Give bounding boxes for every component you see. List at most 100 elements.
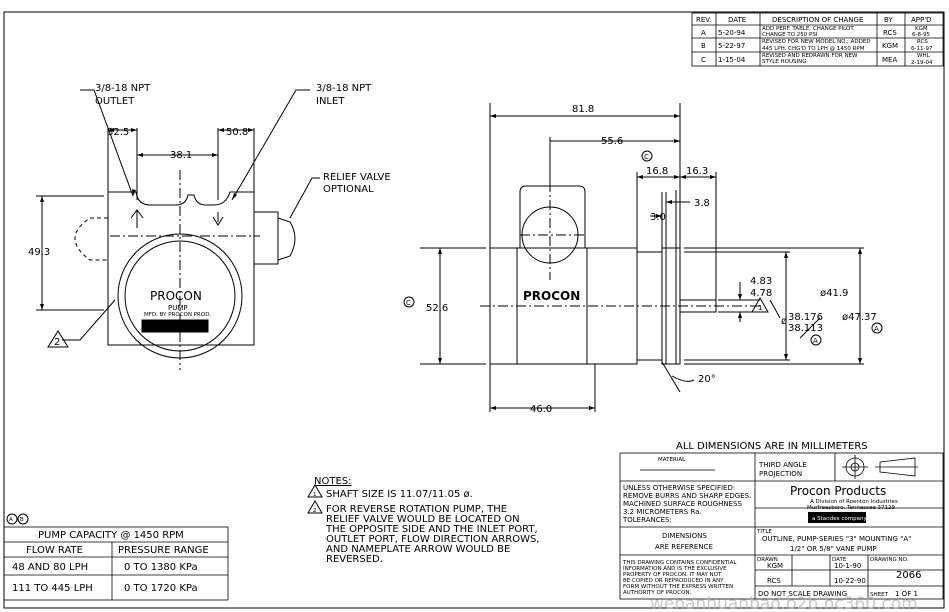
- rev-b-rev: B: [701, 42, 706, 50]
- tb-company-sub-2: Murfreesboro, Tennessee 37129: [807, 505, 895, 511]
- dim-4-83: 4.83: [750, 276, 772, 287]
- capacity-header-flow: FLOW RATE: [26, 545, 83, 556]
- rev-a-app2: 6-8-95: [912, 32, 930, 38]
- capacity-table: [3, 526, 229, 601]
- tb-sheet-label: SHEET: [870, 592, 889, 598]
- rev-header-desc: DESCRIPTION OF CHANGE: [772, 16, 863, 24]
- rev-c-app2: 2-19-04: [911, 60, 933, 66]
- side-note-flag: 1: [758, 304, 762, 312]
- rev-a-rev: A: [701, 29, 706, 37]
- tb-no-scale: DO NOT SCALE DRAWING: [758, 590, 847, 598]
- side-view-geometry: [420, 103, 864, 412]
- outlet-thread-label: 3/8-18 NPT: [95, 83, 151, 94]
- rev-a-by: RCS: [883, 29, 897, 37]
- rev-header-appd: APP'D: [911, 16, 932, 24]
- capacity-title: PUMP CAPACITY @ 1450 RPM: [38, 530, 184, 541]
- front-view-arrows: [40, 128, 254, 310]
- rev-b-desc2: 445 LPH. CHG'D TO LPH @ 1450 RPM: [762, 46, 865, 52]
- dim-dia-41-9: ø41.9: [820, 288, 848, 299]
- tb-sheet: 1 OF 1: [895, 590, 918, 598]
- relief-valve-label: RELIEF VALVE: [323, 172, 391, 183]
- ref-c-top: C: [644, 153, 649, 161]
- tb-standex-badge: [808, 512, 866, 523]
- front-note-flag: 2: [54, 337, 60, 348]
- tb-unless-2: REMOVE BURRS AND SHARP EDGES.: [623, 492, 751, 500]
- dim-dia-47-37: ø47.37: [842, 312, 877, 323]
- pump-brand: PROCON: [150, 289, 202, 303]
- tb-drawing-label: DRAWING NO.: [870, 557, 909, 563]
- tb-date-2: 10-22-90: [834, 577, 866, 585]
- tb-material: MATERIAL: [658, 457, 686, 463]
- capacity-row-2-pressure: 0 TO 1720 KPa: [124, 583, 198, 594]
- dim-3-8: 3.8: [694, 198, 710, 209]
- dim-50-8: 50.8: [226, 127, 248, 138]
- rev-b-by: KGM: [882, 42, 898, 50]
- capacity-row-1-flow: 48 AND 80 LPH: [12, 562, 88, 573]
- dim-49-3: 49.3: [28, 247, 50, 258]
- tb-conf-4: BE COPIED OR REPRODUCED IN ANY: [623, 578, 724, 584]
- rev-b-date: 5-22-97: [718, 42, 745, 50]
- capacity-refs: [6, 513, 29, 525]
- note-2-flag: 2: [313, 508, 317, 514]
- rev-c-app1: WHL: [917, 53, 931, 59]
- ref-c-left: C: [406, 299, 411, 307]
- notes-triangles: [307, 484, 323, 514]
- rev-b-desc1: REVISED FOR NEW MODEL NO.; ADDED: [762, 39, 871, 45]
- notes-title: NOTES:: [314, 476, 352, 487]
- tb-drawing-no: 2066: [896, 570, 921, 581]
- dim-16-8: 16.8: [646, 166, 668, 177]
- note-1-flag: 1: [313, 492, 317, 498]
- dim-3-0: 3.0: [650, 212, 666, 223]
- pump-mfd-line2: MURFREESBORO, TN.: [146, 320, 205, 326]
- note-2-line-4: OUTLET PORT, FLOW DIRECTION ARROWS,: [326, 534, 539, 545]
- pump-brand-sub: PUMP: [168, 304, 188, 312]
- note-2-line-3: THE OPPOSITE SIDE AND THE INLET PORT,: [325, 524, 538, 535]
- inlet-thread-label: 3/8-18 NPT: [316, 83, 372, 94]
- rev-header-rev: REV.: [696, 16, 711, 24]
- note-2-line-2: RELIEF VALVE WOULD BE LOCATED ON: [326, 514, 520, 525]
- tb-company: Procon Products: [790, 484, 886, 498]
- tb-unless-4: 3.2 MICROMETERS Ra.: [623, 508, 702, 516]
- dim-38-113: 38.113: [788, 323, 823, 334]
- dim-38-176: 38.176: [788, 312, 823, 323]
- tb-drawn: KGM: [767, 562, 783, 570]
- note-1-text: SHAFT SIZE IS 11.07/11.05 ø.: [326, 489, 473, 500]
- dim-32-5: 32.5: [107, 127, 129, 138]
- ref-c-markers: [403, 150, 883, 346]
- front-view-geometry: [36, 89, 320, 370]
- tb-standex-text: a Standex company: [812, 516, 867, 522]
- dim-dia-symbol: ø: [781, 316, 787, 327]
- rev-b-app1: RCS: [917, 39, 928, 45]
- tb-projection-2: PROJECTION: [759, 470, 802, 478]
- capacity-row-2-flow: 111 TO 445 LPH: [12, 583, 93, 594]
- dim-20-degree: 20°: [698, 374, 716, 385]
- title-block: [619, 452, 944, 600]
- tb-conf-2: INFORMATION AND IS THE EXCLUSIVE: [623, 566, 727, 572]
- rev-c-date: 1-15-04: [718, 56, 746, 64]
- capacity-ref-b: B: [20, 517, 24, 523]
- capacity-header-pressure: PRESSURE RANGE: [118, 545, 209, 556]
- tb-conf-1: THIS DRAWING CONTAINS CONFIDENTIAL: [622, 560, 737, 566]
- rev-a-desc2: CHANGE TO 250 PSI: [762, 32, 818, 38]
- relief-valve-optional: OPTIONAL: [323, 184, 374, 195]
- tb-drawn-label: DRAWN: [757, 557, 778, 563]
- tb-projection-1: THIRD ANGLE: [758, 461, 807, 469]
- dim-55-6: 55.6: [601, 136, 623, 147]
- tb-conf-6: AUTHORITY OF PROCON.: [623, 590, 692, 596]
- tb-unless-3: MACHINED SURFACE ROUGHNESS: [623, 500, 742, 508]
- tb-unless-5: TOLERANCES:: [622, 516, 672, 524]
- pump-mfd-line1: MFD. BY PROCON PROD.: [144, 312, 211, 318]
- tb-company-sub-1: A Division of Roenton Industries: [810, 499, 898, 505]
- watermark: wenanhuanbao.b2b.hc360.com: [650, 594, 918, 612]
- rev-c-by: MEA: [882, 56, 897, 64]
- inlet-label: INLET: [316, 96, 345, 107]
- dim-16-3: 16.3: [686, 166, 708, 177]
- side-body-label: PROCON: [523, 289, 580, 303]
- dim-81-8: 81.8: [572, 104, 594, 115]
- rev-b-app2: 6-11-97: [911, 46, 933, 52]
- rev-header-by: BY: [884, 16, 893, 24]
- side-view-arrows: [438, 114, 862, 410]
- capacity-row-1-pressure: 0 TO 1380 KPa: [124, 562, 198, 573]
- capacity-ref-a: A: [9, 517, 13, 523]
- sheet-border: [3, 11, 945, 609]
